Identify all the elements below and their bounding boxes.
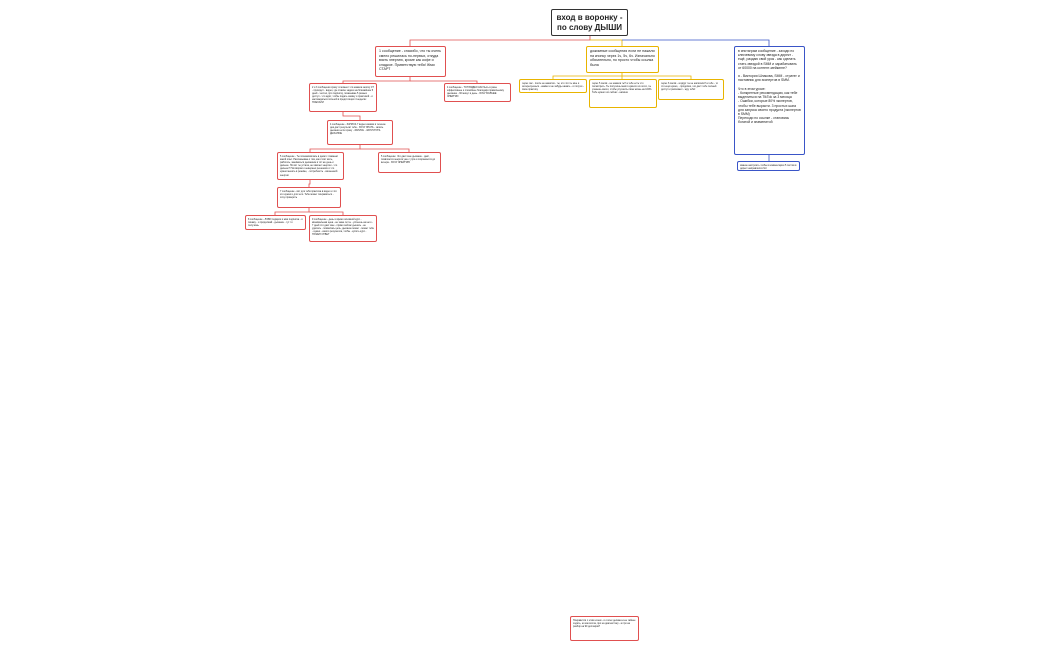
connector-red-6	[360, 148, 410, 152]
orange-node-5h[interactable]: через 5 часов - не нажала ты? а тебе ест…	[589, 79, 657, 108]
red-branch-node[interactable]: 1 сообщение - спасибо, что ты очень смел…	[375, 46, 446, 77]
red-node-4[interactable]: 4 сообщение - ЗАПИСЬ 7 видео какими в те…	[327, 120, 393, 145]
connector-orange-6h	[622, 75, 692, 79]
red-node-6[interactable]: 5 сообщение: Что даёт мне дыхание - даёт…	[378, 152, 441, 173]
red-node-3[interactable]: 4 сообщение - ТОП ВИДЕО КАК быть в разы …	[444, 83, 511, 102]
connector-root-red	[409, 36, 591, 46]
red-node-5[interactable]: 5 сообщение - Ты познакомилась в днём с …	[277, 152, 344, 180]
red-node-2[interactable]: 2 и 3 сообщения сразу: в момент что нажа…	[309, 83, 377, 112]
connector-red-7	[308, 180, 311, 187]
orange-node-6h[interactable]: через 6 часов - а вдруг ты не написала? …	[658, 79, 724, 100]
blue-node-2[interactable]: звание настроить чтобы в комментарии 5 п…	[737, 161, 800, 171]
connector-red-2	[342, 77, 411, 83]
connector-red-9	[309, 211, 344, 215]
orange-node-1h[interactable]: через час - после не нажатия - ты, это ч…	[519, 79, 587, 93]
connector-red-8	[274, 208, 310, 215]
blue-branch-node[interactable]: в инстаграм сообщение - заходи по ключев…	[734, 46, 805, 155]
root-node[interactable]: вход в воронку - по слову ДЫШИ	[551, 9, 628, 36]
bottom-note-node[interactable]: Понравится с этим ночем - и о всех делам…	[570, 616, 639, 641]
red-node-8[interactable]: 8 сообщение - ЛОВИ подарок и жми подписк…	[245, 215, 306, 230]
connector-red-3	[410, 80, 478, 83]
connector-root-blue	[622, 39, 770, 46]
connector-red-5	[309, 145, 361, 152]
connector-orange-1h	[552, 73, 623, 79]
red-node-7[interactable]: 7 сообщение - вот для тебя практика в ви…	[277, 187, 341, 208]
connector-red-4	[342, 112, 361, 120]
orange-branch-node[interactable]: дожимные сообщения если не нажали на кно…	[586, 46, 659, 73]
red-node-9[interactable]: 9 сообщение - день и время основной курс…	[309, 215, 377, 242]
